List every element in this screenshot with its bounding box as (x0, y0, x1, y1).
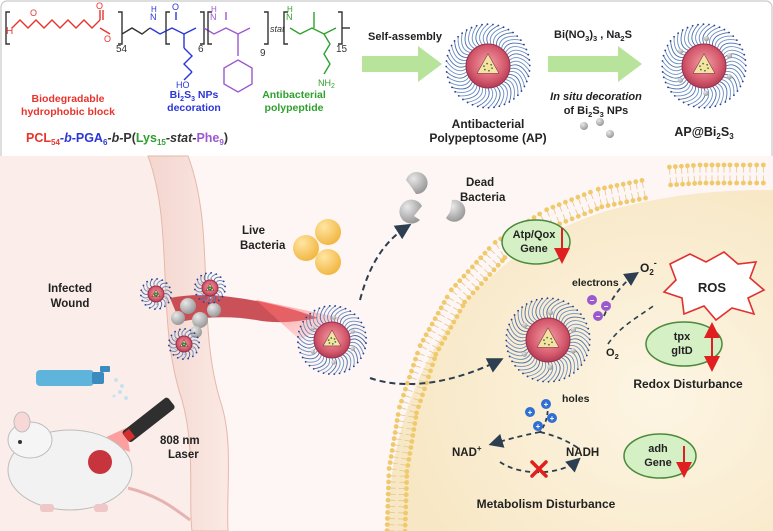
biodegradable-label-1: Biodegradable (32, 93, 105, 105)
tpx-gltd-gene-badge (645, 321, 723, 372)
superoxide-label: O2- (640, 258, 657, 277)
holes-label: holes (562, 393, 590, 405)
structure-n9: 9 (260, 48, 266, 59)
arrow-to-nadh (539, 431, 579, 449)
blocked-x-icon (530, 460, 548, 478)
adh-label-2: Gene (644, 457, 672, 469)
live-bacteria (293, 219, 341, 275)
bi2s3-decoration-label-1: Bi2S3 NPs (170, 89, 219, 103)
structure-h3: H (287, 5, 293, 14)
atp-qox-label-1: Atp/Qox (513, 229, 557, 241)
reagents-label: Bi(NO3)3 , Na2S (554, 29, 632, 43)
structure-nh1: N (150, 12, 157, 22)
cell-membrane-top (667, 162, 766, 188)
ros-label: ROS (698, 280, 727, 295)
laser-beam-wound (256, 300, 342, 340)
atp-qox-label-2: Gene (520, 243, 548, 255)
copolymer-formula: PCL54-b-PGA6-b-P(Lys15-stat-Phe9) (26, 131, 228, 147)
ros-burst (662, 251, 766, 322)
insitu-label-1: In situ decoration (550, 91, 642, 103)
structure-stat: stat (270, 24, 285, 34)
live-bacteria-label-2: Bacteria (240, 240, 286, 252)
dead-bacteria-label-2: Bacteria (460, 192, 506, 204)
arrow-o2-superoxide (607, 303, 657, 345)
electrons-label: electrons (572, 277, 619, 289)
structure-o3: O (104, 34, 111, 44)
structure-o1: O (30, 8, 37, 18)
dead-bacteria (399, 172, 466, 224)
bottom-panel: 808 nm Laser Infected Wound Live Bacteri… (0, 155, 773, 531)
svg-text:+: + (544, 400, 549, 409)
micelle-in-cell (505, 297, 591, 383)
arrow-to-dead (359, 223, 412, 301)
metabolism-disturbance-label: Metabolism Disturbance (477, 497, 616, 511)
ap-bi2s3-micelle (661, 23, 747, 109)
insitu-label-2: of Bi2S3 NPs (564, 105, 629, 119)
laser-label-1: 808 nm (160, 435, 200, 447)
svg-text:+: + (528, 408, 533, 417)
laser-pen-icon (122, 397, 175, 442)
structure-nh3: N (286, 12, 293, 22)
bi2s3-nanoparticles (580, 118, 614, 138)
adh-label-1: adh (648, 443, 668, 455)
wound-micelles (139, 271, 227, 361)
structure-n15: 15 (336, 44, 348, 55)
micelle-attacking (296, 304, 368, 376)
svg-text:−: − (604, 302, 609, 311)
structure-o4: O (172, 2, 179, 12)
nadh-label: NADH (566, 447, 599, 459)
live-bacteria-label-1: Live (242, 225, 265, 237)
oxygen-label: O2 (606, 347, 619, 361)
arrow-to-nad (488, 431, 541, 448)
structure-h2: H (211, 5, 217, 14)
structure-n6: 6 (198, 44, 204, 55)
svg-text:−: − (596, 312, 601, 321)
hole-particles: + + + + (525, 399, 557, 431)
arrow-nad-to-nadh (499, 457, 581, 474)
structure-oh: HO (176, 80, 190, 90)
redox-disturbance-label: Redox Disturbance (633, 377, 743, 391)
ap-label-2: Polypeptosome (AP) (429, 131, 546, 145)
decoration-arrow (548, 46, 642, 82)
laser-label-2: Laser (168, 449, 199, 461)
biodegradable-label-2: hydrophobic block (21, 106, 115, 118)
structure-h1: H (151, 5, 157, 14)
svg-text:−: − (590, 296, 595, 305)
atp-qox-gene-badge (501, 219, 571, 265)
ap-bi2s3-label: AP@Bi2S3 (674, 125, 734, 141)
structure-nh2: N (210, 12, 217, 22)
ap-label-1: Antibacterial (452, 117, 525, 131)
structure-h: H (6, 26, 13, 37)
dead-bacteria-label-1: Dead (466, 177, 494, 189)
antibacterial-label-2: polypeptide (265, 102, 324, 114)
svg-text:+: + (536, 422, 541, 431)
spray-bottle-icon (36, 366, 128, 400)
polypeptosome-ap (445, 23, 531, 109)
self-assembly-arrow (362, 46, 442, 82)
arrow-electrons-o2 (603, 272, 639, 317)
antibacterial-label-1: Antibacterial (262, 89, 326, 101)
wound-bacteria (171, 298, 221, 338)
gltd-label: gltD (671, 345, 692, 357)
svg-text:+: + (550, 414, 555, 423)
structure-nh2-amine: NH2 (318, 78, 335, 90)
mouse-illustration (7, 411, 191, 522)
arrow-into-cell (369, 358, 504, 385)
infected-wound-label-1: Infected (48, 283, 92, 295)
electron-particles: − − − (587, 295, 611, 321)
tpx-label: tpx (674, 331, 691, 343)
bi2s3-decoration-label-2: decoration (167, 102, 221, 114)
structure-n54: 54 (116, 44, 128, 55)
polymer-structure (5, 10, 350, 93)
nad-label: NAD+ (452, 444, 482, 459)
infected-wound-label-2: Wound (51, 298, 90, 310)
structure-o2: O (96, 1, 103, 11)
top-panel: H O O O 54 N H O 6 HO N H 9 stat N H 15 … (5, 1, 747, 147)
adh-gene-badge (623, 433, 697, 479)
laser-beam-mouse (100, 428, 130, 452)
self-assembly-label: Self-assembly (368, 31, 443, 43)
